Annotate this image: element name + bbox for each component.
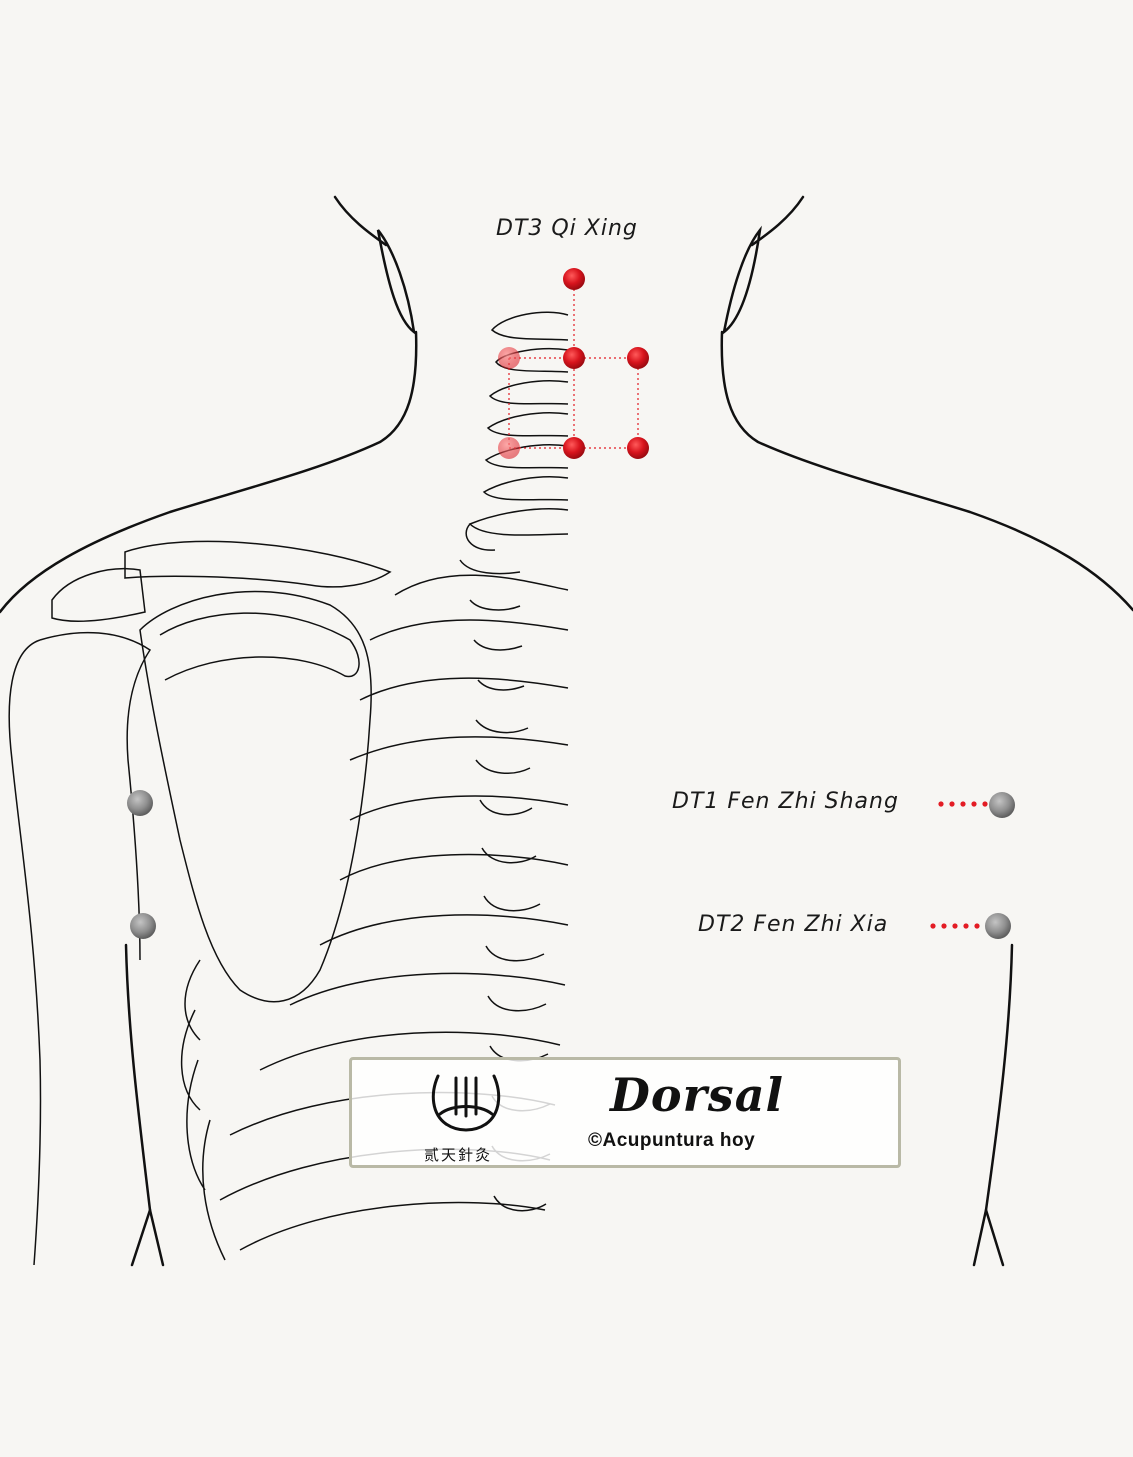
acupoint-dt1-left[interactable] (127, 790, 153, 816)
arm-right-outer (972, 1208, 988, 1267)
arm-left-inner (124, 943, 165, 1267)
copyright-text: ©Acupuntura hoy (588, 1130, 756, 1151)
acupoint-dt2-right[interactable] (985, 913, 1011, 939)
arm-right-inner (984, 943, 1014, 1267)
acupoint-dt3-mid-right[interactable] (627, 347, 649, 369)
arm-left-outer (130, 1208, 152, 1267)
shoulder-left-outline (0, 330, 418, 614)
ear-left (376, 229, 416, 335)
dt3-points (498, 268, 649, 459)
scapula-spine (159, 612, 360, 681)
neck-left-outline (333, 195, 388, 247)
logo-text: 贰天針灸 (424, 1146, 493, 1164)
ear-right (722, 225, 762, 335)
acupoint-dt3-mid-left[interactable] (498, 347, 520, 369)
humerus-head (39, 631, 152, 961)
label-dt1: DT1 Fen Zhi Shang (672, 789, 899, 814)
acupoint-dt3-low-left[interactable] (498, 437, 520, 459)
body-outline (0, 195, 1133, 1267)
shoulder-right-outline (720, 330, 1133, 612)
cervical-vertebrae (468, 311, 569, 536)
rib-inner-arcs (180, 959, 226, 1261)
skeleton (8, 311, 569, 1266)
clavicle (124, 540, 392, 588)
acromion (51, 568, 146, 623)
acupoint-dt1-right[interactable] (989, 792, 1015, 818)
acupoint-dt3-low-center[interactable] (563, 437, 585, 459)
dt3-guide-lines (508, 279, 639, 449)
acupoint-dt3-low-right[interactable] (627, 437, 649, 459)
label-dt2: DT2 Fen Zhi Xia (698, 912, 889, 937)
info-box: 贰天針灸 Dorsal ©Acupuntura hoy (349, 1057, 901, 1168)
leader-dots (930, 801, 988, 929)
neck-right-outline (750, 195, 805, 247)
humerus (8, 639, 42, 1266)
scapula (139, 590, 372, 1003)
gray-points (127, 790, 1015, 939)
acupuncture-logo-icon (431, 1074, 501, 1132)
acupoint-dt2-left[interactable] (130, 913, 156, 939)
acupoint-dt3-mid-center[interactable] (563, 347, 585, 369)
label-dt3: DT3 Qi Xing (496, 216, 638, 241)
diagram-title: Dorsal (610, 1068, 784, 1122)
acupoint-dt3-top[interactable] (563, 268, 585, 290)
